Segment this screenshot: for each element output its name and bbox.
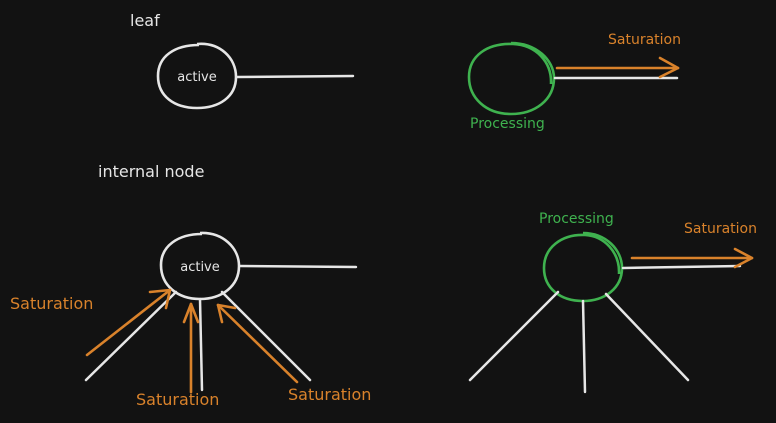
- leaf-title: leaf: [130, 11, 160, 30]
- leaf-node-circle: [156, 42, 238, 110]
- leaf-saturation-label: Saturation: [608, 32, 681, 48]
- internal-processing-label: Processing: [539, 211, 614, 227]
- internal-child-edge-right: [220, 290, 312, 382]
- internal-child-edge-left: [84, 290, 178, 382]
- internal-output-edge: [238, 264, 358, 269]
- internal-saturation-out-arrow: [630, 247, 754, 269]
- internal-child-edge-middle: [198, 297, 204, 392]
- processing-child-edge-right: [604, 292, 690, 382]
- leaf-processing-circle: [467, 41, 556, 116]
- leaf-node-label: active: [177, 70, 217, 85]
- internal-processing-circle: [542, 231, 624, 303]
- leaf-saturation-arrow: [555, 56, 680, 79]
- internal-node: active: [159, 231, 241, 301]
- internal-saturation-out-label: Saturation: [684, 221, 757, 237]
- saturation-label-left: Saturation: [10, 294, 93, 313]
- processing-child-edge-middle: [581, 299, 587, 394]
- saturation-arrow-right: [216, 303, 299, 384]
- saturation-arrow-left: [85, 288, 172, 357]
- internal-processing-edge: [621, 264, 742, 270]
- processing-child-edge-left: [468, 290, 560, 382]
- leaf-processing-node: Processing: [467, 41, 556, 132]
- saturation-arrow-middle: [182, 302, 200, 394]
- leaf-node: active: [156, 42, 238, 110]
- leaf-output-edge: [235, 74, 355, 79]
- leaf-processing-label: Processing: [470, 116, 545, 132]
- internal-node-label: active: [180, 260, 220, 275]
- internal-processing-node: [542, 231, 624, 303]
- internal-title: internal node: [98, 162, 204, 181]
- saturation-label-right: Saturation: [288, 385, 371, 404]
- saturation-label-middle: Saturation: [136, 390, 219, 409]
